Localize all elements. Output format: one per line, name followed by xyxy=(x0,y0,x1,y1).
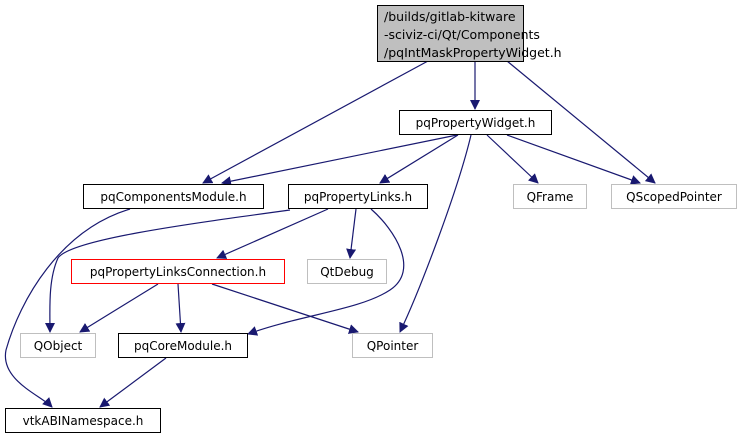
node-pqPropertyLinksConnection[interactable]: pqPropertyLinksConnection.h xyxy=(71,259,285,284)
root-path-line-1: /builds/gitlab-kitware xyxy=(384,9,516,24)
edge-pqPropertyWidget-to-pqPropertyLinks xyxy=(379,134,459,184)
root-path-line-2: -sciviz-ci/Qt/Components xyxy=(384,27,540,42)
edge-pqPropertyLinksConnection-to-QObject xyxy=(79,283,159,333)
edge-root-to-QScopedPointer xyxy=(506,60,656,184)
edge-pqPropertyLinks-to-pqCoreModule xyxy=(247,208,405,336)
node-root-file[interactable]: /builds/gitlab-kitware -sciviz-ci/Qt/Com… xyxy=(377,5,562,62)
edge-pqPropertyLinks-to-QtDebug xyxy=(346,208,357,259)
node-pqPropertyWidget[interactable]: pqPropertyWidget.h xyxy=(399,110,552,135)
node-pqCoreModule[interactable]: pqCoreModule.h xyxy=(118,333,248,358)
node-QtDebug: QtDebug xyxy=(307,259,387,284)
edge-pqPropertyLinks-to-QObject xyxy=(44,209,291,333)
node-vtkABINamespace[interactable]: vtkABINamespace.h xyxy=(5,408,161,433)
node-pqComponentsModule[interactable]: pqComponentsModule.h xyxy=(83,184,264,209)
edge-pqPropertyLinks-to-pqPropertyLinksConnection xyxy=(216,208,329,259)
root-path-line-3: /pqIntMaskPropertyWidget.h xyxy=(384,45,562,60)
edge-pqPropertyWidget-to-pqComponentsModule xyxy=(221,134,458,187)
edge-pqPropertyWidget-to-QPointer xyxy=(399,134,472,333)
edge-pqComponentsModule-to-vtkABINamespace xyxy=(4,208,131,408)
node-QObject: QObject xyxy=(20,333,96,358)
node-pqPropertyLinks[interactable]: pqPropertyLinks.h xyxy=(288,184,428,209)
edge-root-to-pqComponentsModule xyxy=(202,60,429,184)
node-QScopedPointer: QScopedPointer xyxy=(611,184,737,209)
edge-pqPropertyWidget-to-QFrame xyxy=(486,134,539,184)
node-QPointer: QPointer xyxy=(352,333,433,358)
node-QFrame: QFrame xyxy=(513,184,587,209)
edge-pqCoreModule-to-vtkABINamespace xyxy=(99,357,167,408)
edge-pqPropertyWidget-to-QScopedPointer xyxy=(506,134,641,185)
edge-pqPropertyLinksConnection-to-pqCoreModule xyxy=(175,283,186,333)
edge-pqPropertyLinksConnection-to-QPointer xyxy=(211,283,359,334)
